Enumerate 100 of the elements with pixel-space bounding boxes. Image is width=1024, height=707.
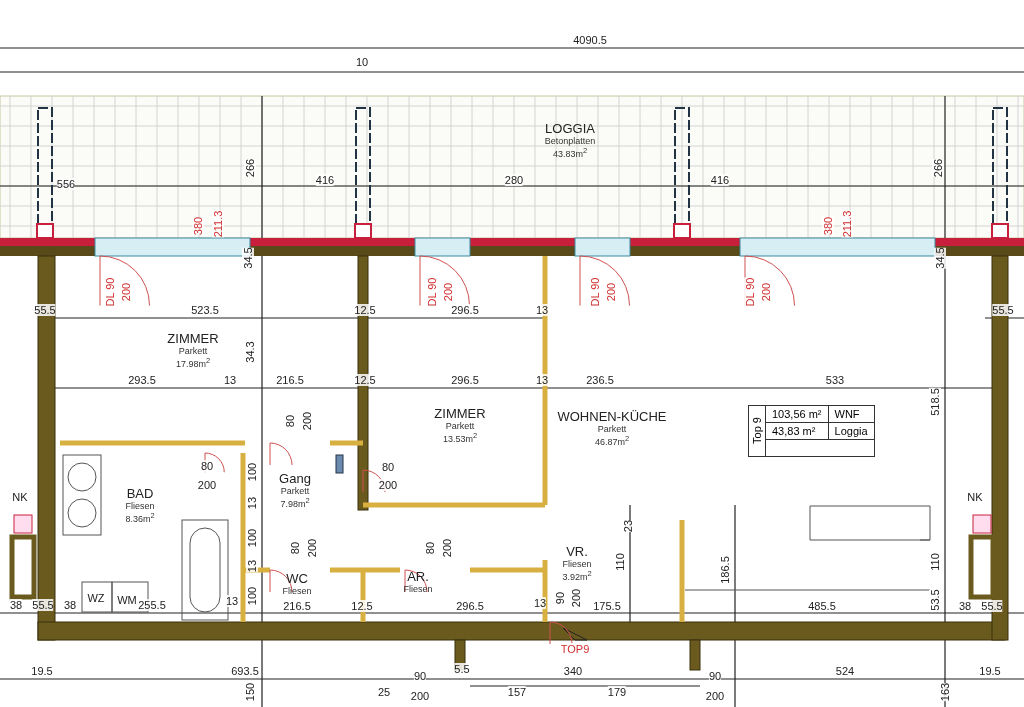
dimension-label: 200	[378, 479, 398, 491]
dimension-label: 416	[710, 174, 730, 186]
door-label: DL 90	[426, 277, 438, 307]
dimension-label: 38	[958, 600, 972, 612]
room-area: 13.53m$^{2}$	[434, 430, 486, 444]
dimension-label: 200	[705, 690, 725, 702]
floor-material: Parkett	[280, 485, 311, 496]
dimension-label: 38	[63, 599, 77, 611]
dimension-label: 255.5	[138, 599, 166, 611]
dimension-label: 38	[9, 599, 23, 611]
dimension-label: 293.5	[128, 374, 156, 386]
dimension-label: 13	[223, 374, 237, 386]
floor-material: Fliesen	[562, 558, 592, 569]
dimension-label: 12.5	[351, 600, 373, 612]
dimension-label: 100	[246, 462, 258, 482]
dimension-label: 90	[554, 591, 566, 605]
dimension-label: 179	[607, 686, 627, 698]
dimension-label: 186.5	[719, 556, 731, 584]
dimension-label: 13	[246, 496, 258, 510]
room-area: 8.36m$^{2}$	[125, 510, 155, 524]
dimension-label: 200	[441, 538, 453, 558]
dimension-label: 175.5	[593, 600, 621, 612]
dimension-label: 523.5	[191, 304, 219, 316]
dimension-label: 200	[306, 538, 318, 558]
dimension-label: 524	[835, 665, 855, 677]
door-label: 200	[442, 282, 454, 302]
room-area: 17.98m$^{2}$	[167, 355, 219, 369]
dimension-label: 296.5	[456, 600, 484, 612]
dimension-label: 556	[56, 178, 76, 190]
dimension-label: 280	[504, 174, 524, 186]
room-area: 43.83m$^{2}$	[544, 145, 596, 159]
dimension-label: 5.5	[454, 663, 470, 675]
door-label: 211.3	[841, 210, 853, 238]
dimension-label: 163	[939, 682, 951, 702]
dimension-label: 13	[535, 374, 549, 386]
floor-material: Fliesen	[403, 584, 433, 594]
dimension-label: 200	[197, 479, 217, 491]
dimension-label: 13	[533, 597, 547, 609]
dimension-label: 416	[315, 174, 335, 186]
dimension-label: 34.5	[242, 247, 254, 269]
area-value-cell: 43,83 m²	[765, 422, 829, 440]
dimension-label: 110	[929, 553, 941, 571]
dimension-label: 10	[355, 56, 369, 68]
dimension-label: 533	[825, 374, 845, 386]
room-name: Gang	[279, 471, 311, 486]
door-label: TOP9	[560, 643, 590, 655]
floor-material: Parkett	[444, 420, 476, 431]
dimension-label: 23	[622, 519, 634, 533]
dimension-label: 100	[246, 586, 258, 606]
room-name: VR.	[565, 544, 589, 559]
dimension-label: 200	[570, 588, 582, 608]
door-label: 211.3	[212, 210, 224, 238]
area-value-cell: 103,56 m²	[765, 405, 829, 423]
dimension-label: 53.5	[929, 589, 941, 611]
symbol-label: NK	[967, 491, 983, 503]
room-name: ZIMMER	[434, 406, 486, 421]
room-area: 46.87m$^{2}$	[557, 433, 667, 447]
dimension-label: 13	[535, 304, 549, 316]
door-label: DL 90	[744, 277, 756, 307]
dimension-label: 200	[301, 411, 313, 431]
dimension-label: 34.5	[934, 247, 946, 269]
floor-material: Parkett	[177, 345, 209, 356]
dimension-label: 80	[424, 541, 436, 555]
room-name: LOGGIA	[544, 121, 596, 136]
door-label: 200	[120, 282, 132, 302]
dimension-label: 157	[507, 686, 527, 698]
dimension-label: 13	[225, 595, 239, 607]
dimension-label: 55.5	[34, 304, 56, 316]
dimension-label: 100	[246, 528, 258, 548]
dimension-label: 90	[708, 670, 722, 682]
symbol-label: NK	[12, 491, 28, 503]
dimension-label: 19.5	[31, 665, 53, 677]
dimension-label: 693.5	[231, 665, 259, 677]
dimension-label: 216.5	[283, 600, 311, 612]
dimension-label: 80	[200, 460, 214, 472]
door-label: 200	[760, 282, 772, 302]
room-area: 7.98m$^{2}$	[279, 495, 311, 509]
dimension-label: 236.5	[586, 374, 614, 386]
dimension-label: 55.5	[992, 304, 1014, 316]
floor-material: Fliesen	[282, 586, 312, 596]
dimension-label: 80	[284, 414, 296, 428]
room-name: AR.	[406, 570, 430, 584]
dimension-label: 80	[381, 461, 395, 473]
dimension-label: 12.5	[354, 304, 376, 316]
dimension-label: 34.3	[244, 341, 256, 363]
room-name: ZIMMER	[167, 331, 219, 346]
dimension-label: 4090.5	[573, 34, 607, 46]
dimension-label: 296.5	[451, 374, 479, 386]
dimension-label: 150	[244, 682, 256, 702]
room-area: 3.92m$^{2}$	[562, 568, 592, 582]
symbol-label: WZ	[87, 592, 105, 604]
floor-material: Fliesen	[125, 500, 155, 511]
room-name: BAD	[125, 486, 155, 501]
floor-material: Betonplatten	[544, 135, 596, 146]
dimension-label: 296.5	[451, 304, 479, 316]
dimension-label: 19.5	[979, 665, 1001, 677]
dimension-label: 90	[413, 670, 427, 682]
area-type-cell: Loggia	[828, 422, 875, 440]
dimension-label: 13	[246, 559, 258, 573]
dimension-label: 12.5	[354, 374, 376, 386]
